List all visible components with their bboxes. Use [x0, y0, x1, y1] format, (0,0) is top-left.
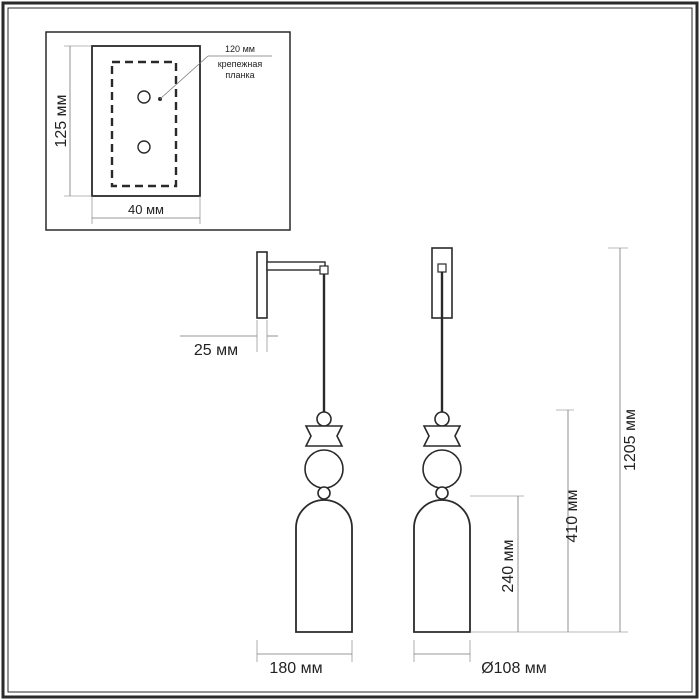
side-top-bead — [316, 411, 332, 427]
side-round-bead — [304, 449, 344, 489]
front-top-bead — [434, 411, 450, 427]
detail-depth-label: 120 мм — [225, 44, 255, 54]
mounting-plate-dashed — [110, 60, 178, 188]
side-canopy — [256, 251, 268, 319]
body-height-label: 410 мм — [564, 489, 581, 542]
side-view: 25 мм 180 мм — [180, 251, 353, 677]
front-arm-end — [437, 263, 447, 273]
screw-hole-top — [137, 90, 151, 104]
front-faceted-bead — [422, 425, 462, 447]
shade-height-label: 240 мм — [500, 539, 517, 592]
detail-width-label: 40 мм — [128, 202, 164, 217]
side-glass-shade — [295, 499, 353, 633]
front-round-bead — [422, 449, 462, 489]
front-view: Ø108 мм 240 мм 410 мм 1205 мм — [413, 247, 639, 677]
mounting-plate-detail: 125 мм 40 мм 120 мм крепежная планка — [45, 31, 291, 231]
plate-label-line2: планка — [225, 70, 254, 80]
wall-offset-label: 25 мм — [194, 342, 238, 359]
plate-label-line1: крепежная — [218, 59, 263, 69]
inner-frame — [7, 7, 693, 693]
total-height-label: 1205 мм — [622, 409, 639, 471]
canopy-outline — [91, 45, 201, 197]
projection-label: 180 мм — [269, 660, 322, 677]
front-glass-shade — [413, 499, 471, 633]
side-arm — [266, 261, 326, 271]
side-bottom-bead — [317, 486, 331, 500]
detail-height-label: 125 мм — [53, 94, 70, 147]
screw-hole-bottom — [137, 140, 151, 154]
detail-frame — [45, 31, 291, 231]
side-arm-end — [319, 265, 329, 275]
diameter-label: Ø108 мм — [481, 660, 547, 677]
plate-leader-line — [159, 55, 209, 100]
front-bottom-bead — [435, 486, 449, 500]
side-faceted-bead — [304, 425, 344, 447]
